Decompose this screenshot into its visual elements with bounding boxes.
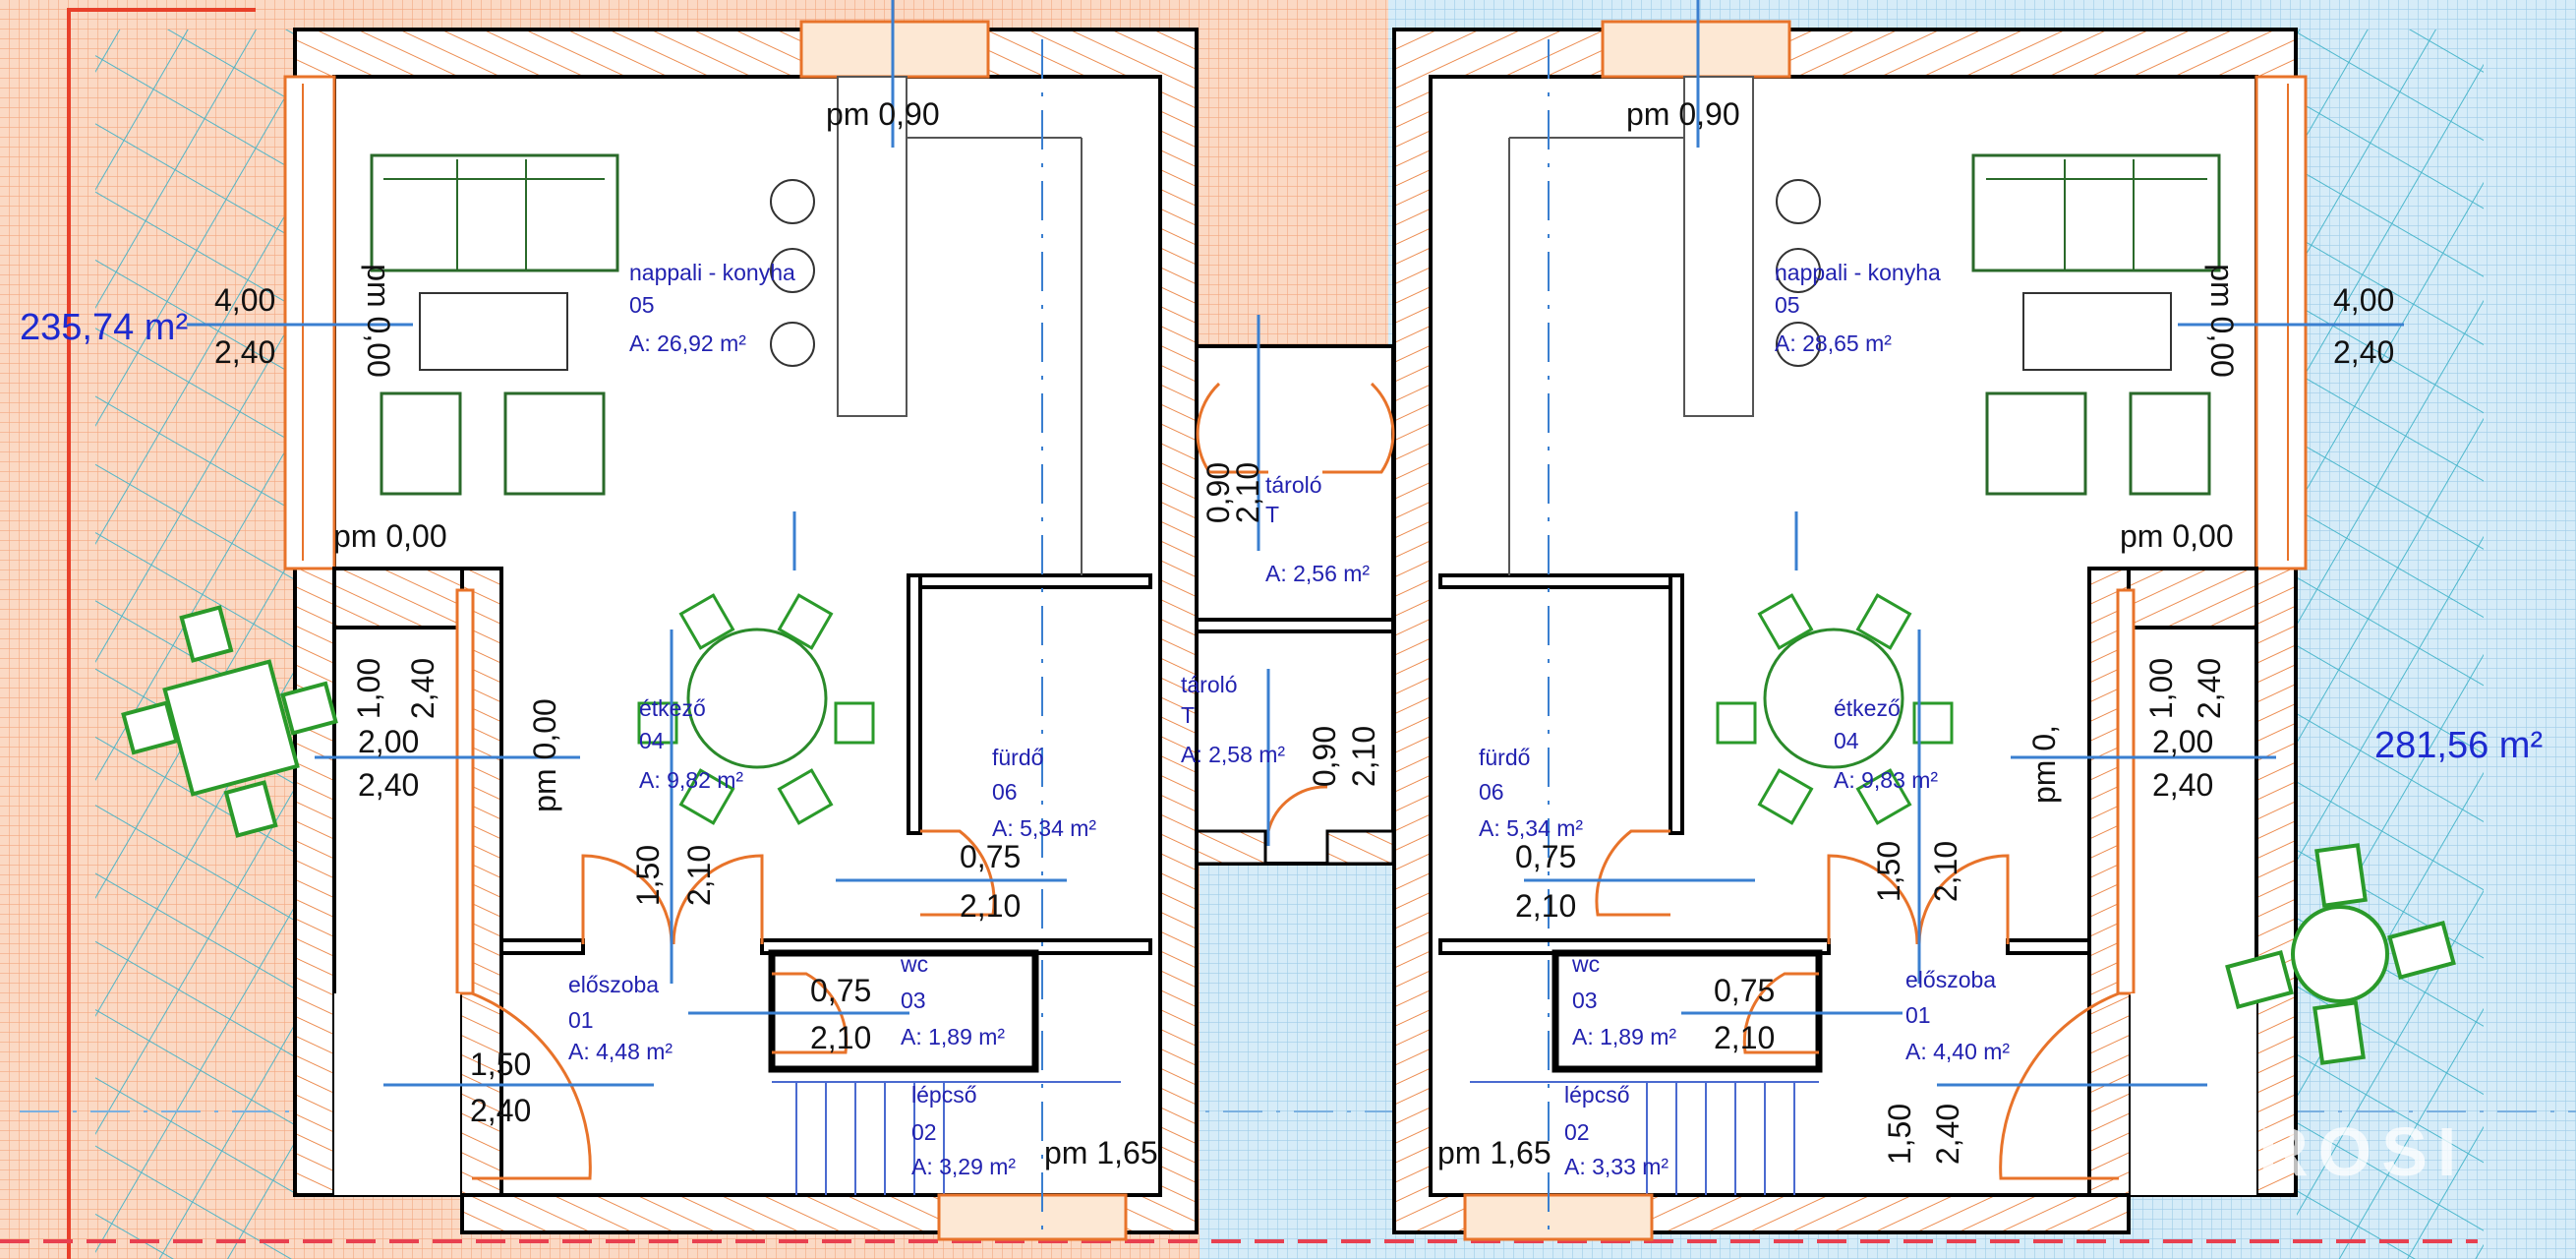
level-mark: pm 0,90 [826,96,940,132]
door-width: 1,50 [1882,1104,1917,1165]
room-name: fürdő [992,745,1043,770]
level-mark: pm 0,00 [361,264,396,378]
room-number: 05 [1775,292,1800,318]
door-width: 0,75 [960,839,1021,874]
window-width: 2,00 [358,724,419,759]
room-area: A: 9,82 m² [639,767,743,793]
room-number: 06 [992,779,1018,805]
door-width: 0,90 [1307,726,1342,787]
window-width: 2,00 [2152,724,2213,759]
room-area: A: 1,89 m² [1572,1024,1676,1049]
door-height: 2,10 [1515,888,1576,924]
room-name: wc [1571,951,1600,977]
shared-yard-background [1200,856,1396,1259]
level-mark: pm 0,00 [527,698,562,812]
room-area: A: 5,34 m² [992,815,1096,841]
window-sill: 1,00 [351,658,386,719]
door-height: 2,10 [1714,1020,1775,1055]
room-number: 01 [568,1007,594,1033]
room-area: A: 2,58 m² [1181,742,1285,767]
window-sill: 1,00 [2143,658,2179,719]
terrace-table-left [121,605,338,838]
room-area: A: 26,92 m² [629,330,746,356]
window-height: 2,40 [2152,767,2213,803]
level-mark: pm 0, [2026,725,2062,804]
room-area: A: 4,48 m² [568,1039,673,1064]
door-width: 1,50 [630,845,666,906]
room-number: T [1265,502,1279,527]
room-name: tároló [1181,672,1238,697]
left-unit-labels: pm 0,90 nappali - konyha 05 A: 26,92 m² … [214,96,1370,1179]
level-mark: pm 1,65 [1044,1135,1158,1170]
level-mark: pm 0,00 [2204,264,2240,378]
door-height: 2,10 [1230,462,1265,523]
room-number: T [1181,702,1195,728]
level-mark: pm 0,00 [333,518,447,554]
room-number: 02 [1564,1119,1590,1145]
door-width: 1,50 [470,1047,531,1082]
door-height: 2,40 [470,1093,531,1128]
room-name: előszoba [568,972,659,997]
door-height: 2,10 [1346,726,1381,787]
room-number: 01 [1905,1002,1931,1028]
room-area: A: 5,34 m² [1479,815,1583,841]
plot-boundary-line [67,8,256,1259]
room-name: nappali - konyha [1775,260,1941,285]
room-name: étkező [639,695,706,721]
room-area: A: 3,33 m² [1564,1154,1669,1179]
window-height: 2,40 [214,334,275,370]
level-mark: pm 1,65 [1437,1135,1551,1170]
plot-area-right: 281,56 m² [2374,725,2543,766]
room-area: A: 28,65 m² [1775,330,1892,356]
window-top: 2,40 [2192,658,2227,719]
terrace-right [2297,30,2484,1259]
door-height: 2,40 [1930,1104,1965,1165]
door-height: 2,10 [960,888,1021,924]
level-mark: pm 0,90 [1626,96,1740,132]
room-area: A: 1,89 m² [901,1024,1005,1049]
door-height: 2,10 [810,1020,871,1055]
door-height: 2,10 [1928,841,1963,902]
door-width: 1,50 [1871,841,1906,902]
door-height: 2,10 [681,845,717,906]
room-name: fürdő [1479,745,1530,770]
window-width: 4,00 [214,282,275,318]
middle-storage [1195,315,1395,866]
room-number: 06 [1479,779,1504,805]
room-name: wc [900,951,928,977]
room-number: 03 [901,988,926,1013]
room-name: étkező [1834,695,1901,721]
room-area: A: 9,83 m² [1834,767,1938,793]
room-number: 05 [629,292,655,318]
level-mark: pm 0,00 [2120,518,2234,554]
room-name: tároló [1265,472,1322,498]
room-number: 03 [1572,988,1598,1013]
window-height: 2,40 [2333,334,2394,370]
watermark-logo: VÁROSI [2143,1113,2466,1190]
room-number: 02 [911,1119,937,1145]
right-unit-labels: pm 0,90 nappali - konyha 05 A: 28,65 m² … [1437,96,2394,1179]
window-top: 2,40 [405,658,440,719]
middle-storage-labels: tároló T A: 2,58 m² 0,90 2,10 [1181,672,1381,787]
room-name: lépcső [1564,1082,1629,1108]
door-width: 0,75 [1714,973,1775,1008]
unit-left [187,0,1268,1239]
door-width: 0,90 [1200,462,1236,523]
window-height: 2,40 [358,767,419,803]
room-area: A: 2,56 m² [1265,561,1370,586]
room-name: előszoba [1905,967,1996,992]
door-width: 0,75 [810,973,871,1008]
room-area: A: 4,40 m² [1905,1039,2010,1064]
unit-right [1322,0,2404,1239]
room-number: 04 [639,728,665,753]
door-width: 0,75 [1515,839,1576,874]
terrace-table-right [2225,843,2456,1065]
room-area: A: 3,29 m² [911,1154,1016,1179]
window-width: 4,00 [2333,282,2394,318]
room-name: lépcső [911,1082,976,1108]
room-number: 04 [1834,728,1859,753]
plot-area-left: 235,74 m² [20,307,188,348]
room-name: nappali - konyha [629,260,795,285]
